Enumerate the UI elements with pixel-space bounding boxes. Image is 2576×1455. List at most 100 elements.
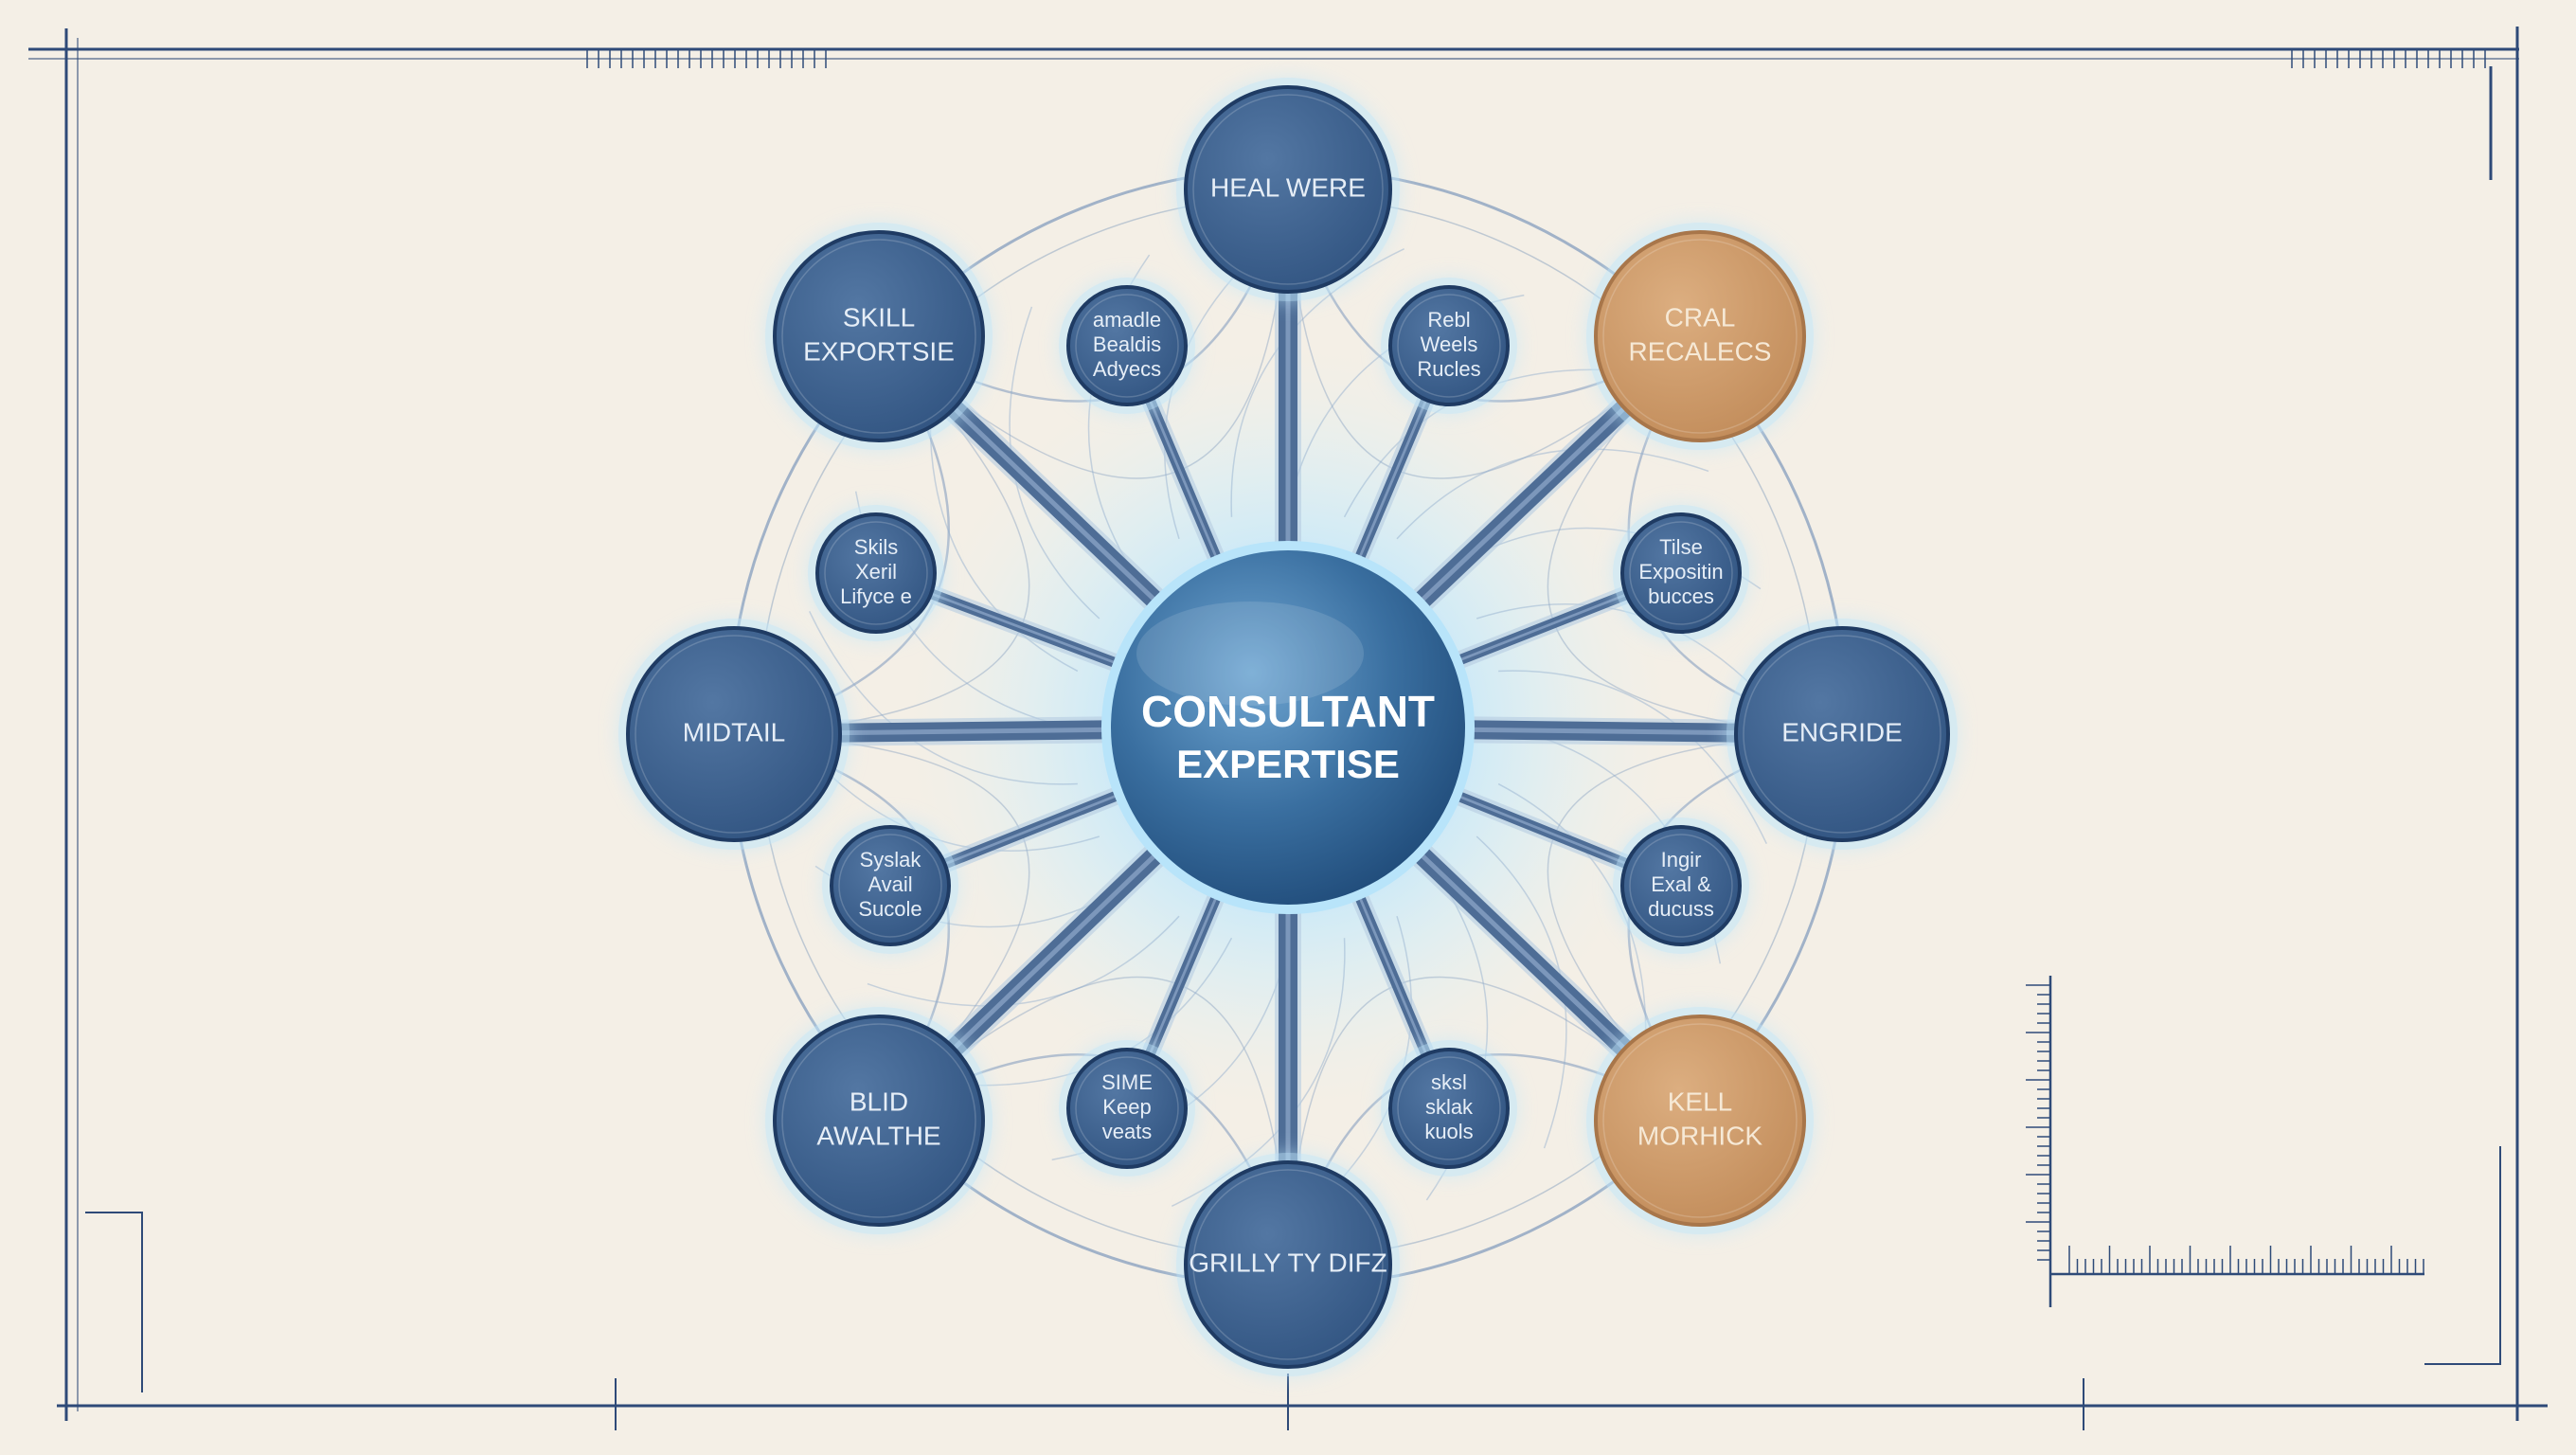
node-inner-ring — [1075, 1056, 1179, 1160]
node-bottom-left[interactable]: BLID AWALTHE — [765, 1007, 993, 1234]
node-top-right[interactable]: CRAL RECALECS — [1586, 223, 1814, 450]
web-strand — [929, 387, 1079, 673]
node-inner-ring — [1075, 294, 1179, 398]
node-circle — [815, 512, 937, 634]
node-label: GRILLY TY DIFZ — [1189, 1248, 1387, 1277]
node-inner-ring — [1743, 635, 1941, 834]
node-label: EXPORTSIE — [803, 336, 955, 366]
node-label: Adyecs — [1093, 357, 1161, 381]
node-right[interactable]: ENGRIDE — [1726, 619, 1958, 850]
node-circle — [1594, 1015, 1806, 1227]
node-label: KELL — [1668, 1087, 1733, 1116]
node-label: MIDTAIL — [683, 717, 785, 746]
node-circle — [1620, 512, 1742, 634]
node-inner-ring — [1602, 239, 1798, 434]
node-inner-ring — [1192, 1169, 1384, 1360]
node-label: Expositin — [1638, 560, 1723, 584]
node-label: SIME — [1101, 1070, 1153, 1094]
node-inner-ring — [1629, 521, 1733, 625]
node-label: Bealdis — [1093, 332, 1161, 356]
node-label: SKILL — [843, 302, 915, 332]
node-label: Tilse — [1659, 535, 1703, 559]
node-circle — [1066, 285, 1188, 406]
web-strand — [1396, 448, 1709, 540]
center-title-line2: EXPERTISE — [1176, 742, 1400, 786]
node-label: RECALECS — [1629, 336, 1772, 366]
node-label: ENGRIDE — [1781, 717, 1903, 746]
node-circle — [1184, 85, 1392, 294]
center-highlight — [1136, 602, 1364, 706]
node-inner-ring — [1602, 1023, 1798, 1218]
node-label: Lifyce e — [840, 584, 912, 608]
node-inner-ring — [635, 635, 833, 834]
node-label: Exal & — [1651, 872, 1711, 896]
node-circle — [773, 230, 985, 442]
node-bottom[interactable]: GRILLY TY DIFZ — [1176, 1153, 1400, 1376]
ruler-ticks — [586, 49, 2486, 1274]
node-inner-ring — [1192, 94, 1384, 285]
web-strand — [1498, 670, 1767, 845]
node-inner-ring — [824, 521, 928, 625]
node-top-left[interactable]: SKILL EXPORTSIE — [765, 223, 993, 450]
center-circle — [1101, 541, 1475, 914]
node-label: Ingir — [1661, 848, 1702, 871]
frame-corner — [2424, 1146, 2501, 1365]
node-label: Avail — [868, 872, 912, 896]
node-label: Rebl — [1427, 308, 1470, 332]
node-circle — [1388, 285, 1510, 406]
node-top[interactable]: HEAL WERE — [1176, 78, 1400, 301]
frame-corner — [85, 1212, 143, 1392]
node-circle — [1184, 1160, 1392, 1369]
web-strand — [867, 915, 1180, 1007]
node-label: AWALTHE — [816, 1121, 940, 1150]
node-label: Rucles — [1417, 357, 1480, 381]
node-label: Weels — [1421, 332, 1478, 356]
node-inner-ring — [838, 834, 942, 938]
node-label: MORHICK — [1637, 1121, 1763, 1150]
node-label: ducuss — [1648, 897, 1714, 921]
node-label: veats — [1102, 1120, 1153, 1143]
node-circle — [1594, 230, 1806, 442]
node-label: Skils — [854, 535, 898, 559]
node-label: sksl — [1431, 1070, 1467, 1094]
node-circle — [1734, 626, 1950, 842]
nodes: HEAL WERE SKILL EXPORTSIE CRAL RECALECS MIDTA… — [618, 78, 1958, 1376]
node-label: BLID — [850, 1087, 908, 1116]
node-circle — [830, 825, 951, 946]
node-inner-ring — [1629, 834, 1733, 938]
node-circle — [1620, 825, 1742, 946]
node-label: Keep — [1102, 1095, 1151, 1119]
center-node[interactable]: CONSULTANT EXPERTISE — [1101, 541, 1475, 914]
node-left[interactable]: MIDTAIL — [618, 619, 850, 850]
node-label: kuols — [1424, 1120, 1473, 1143]
node-label: Xeril — [855, 560, 897, 584]
node-inner-ring — [781, 1023, 976, 1218]
node-circle — [1066, 1048, 1188, 1169]
node-circle — [773, 1015, 985, 1227]
node-inner-ring — [1397, 294, 1501, 398]
node-inner-ring — [781, 239, 976, 434]
node-bottom-right[interactable]: KELL MORHICK — [1586, 1007, 1814, 1234]
node-label: HEAL WERE — [1210, 172, 1366, 202]
center-title-line1: CONSULTANT — [1141, 687, 1435, 736]
node-label: bucces — [1648, 584, 1714, 608]
node-circle — [626, 626, 842, 842]
node-label: Syslak — [860, 848, 922, 871]
blueprint-frame — [28, 27, 2548, 1430]
node-label: sklak — [1425, 1095, 1474, 1119]
node-label: amadle — [1093, 308, 1161, 332]
node-label: CRAL — [1665, 302, 1736, 332]
node-inner-ring — [1397, 1056, 1501, 1160]
node-circle — [1388, 1048, 1510, 1169]
node-label: Sucole — [858, 897, 921, 921]
